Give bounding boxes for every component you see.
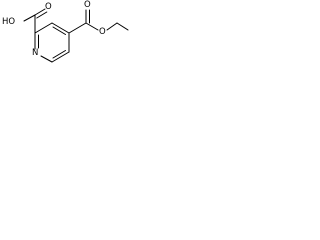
bond-ester-carbon-ether-o <box>85 22 99 31</box>
label-acid-carbonyl-o: O <box>45 2 52 12</box>
bond-carboxyl-oh <box>23 14 36 22</box>
bond-c2-c3 <box>34 22 53 34</box>
bond-c3-c4-inner <box>52 26 66 35</box>
bond-c3-c4 <box>51 22 70 34</box>
bond-ch2-ch3 <box>116 22 129 31</box>
ethyl-ester-group <box>68 9 129 34</box>
bond-ether-o-ch2 <box>106 22 118 31</box>
label-ester-carbonyl-o: O <box>84 0 91 10</box>
label-acid-hydroxyl: HO <box>2 17 15 27</box>
bond-c4-ester-carbon <box>68 22 87 34</box>
chemical-structure: HO O N O O <box>2 0 129 63</box>
bond-c5-c6-inner <box>52 50 66 59</box>
label-ester-ether-o: O <box>99 27 106 37</box>
carboxylic-acid-group <box>23 8 48 34</box>
pyridine-ring <box>34 22 70 63</box>
bond-c5-c6 <box>51 51 70 63</box>
bond-c6-n1 <box>40 55 53 63</box>
bond-carboxyl-o-double-b <box>36 11 48 19</box>
bond-carboxyl-o-double-a <box>34 8 46 16</box>
label-ring-nitrogen: N <box>32 48 38 58</box>
